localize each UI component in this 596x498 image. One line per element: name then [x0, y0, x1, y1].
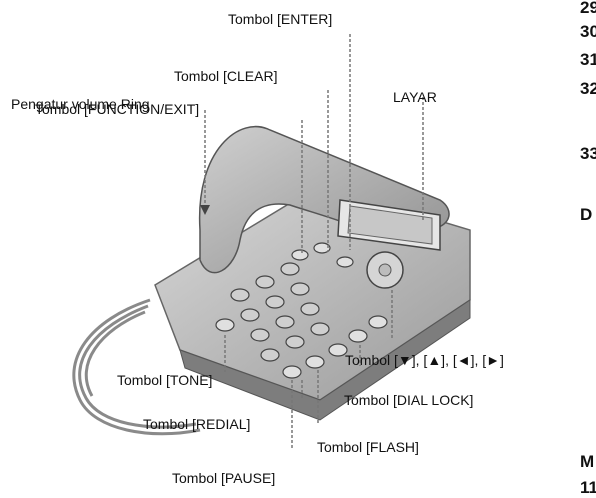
coiled-cord	[72, 298, 201, 436]
label-enter: Tombol [ENTER]	[228, 11, 333, 27]
label-dial-lock: Tombol [DIAL LOCK]	[344, 392, 474, 408]
label-tone: Tombol [TONE]	[117, 372, 213, 388]
leader-lines	[204, 34, 424, 450]
label-pause: Tombol [PAUSE]	[172, 470, 276, 486]
label-arrows: Tombol [▼], [▲], [◄], [►]	[345, 352, 504, 368]
label-function-exit: Tombol [FUNCTION/EXIT]	[35, 101, 200, 117]
clipped-text-3: 31	[580, 50, 596, 69]
keypad	[230, 262, 330, 362]
clipped-text-5: 33	[580, 144, 596, 163]
label-layar: LAYAR	[393, 89, 437, 105]
label-redial: Tombol [REDIAL]	[143, 416, 251, 432]
clipped-text-2: 30	[580, 22, 596, 41]
label-volume: Pengatur volume Ring	[11, 96, 150, 112]
clipped-text-6: D	[580, 205, 593, 224]
function-buttons	[215, 242, 388, 379]
clipped-text-1: 29	[580, 0, 596, 17]
clipped-text-8: 11	[580, 478, 596, 497]
clipped-text-4: 32	[580, 79, 596, 98]
clipped-text-7: M	[580, 452, 595, 471]
label-flash: Tombol [FLASH]	[317, 439, 419, 455]
label-clear: Tombol [CLEAR]	[174, 68, 278, 84]
